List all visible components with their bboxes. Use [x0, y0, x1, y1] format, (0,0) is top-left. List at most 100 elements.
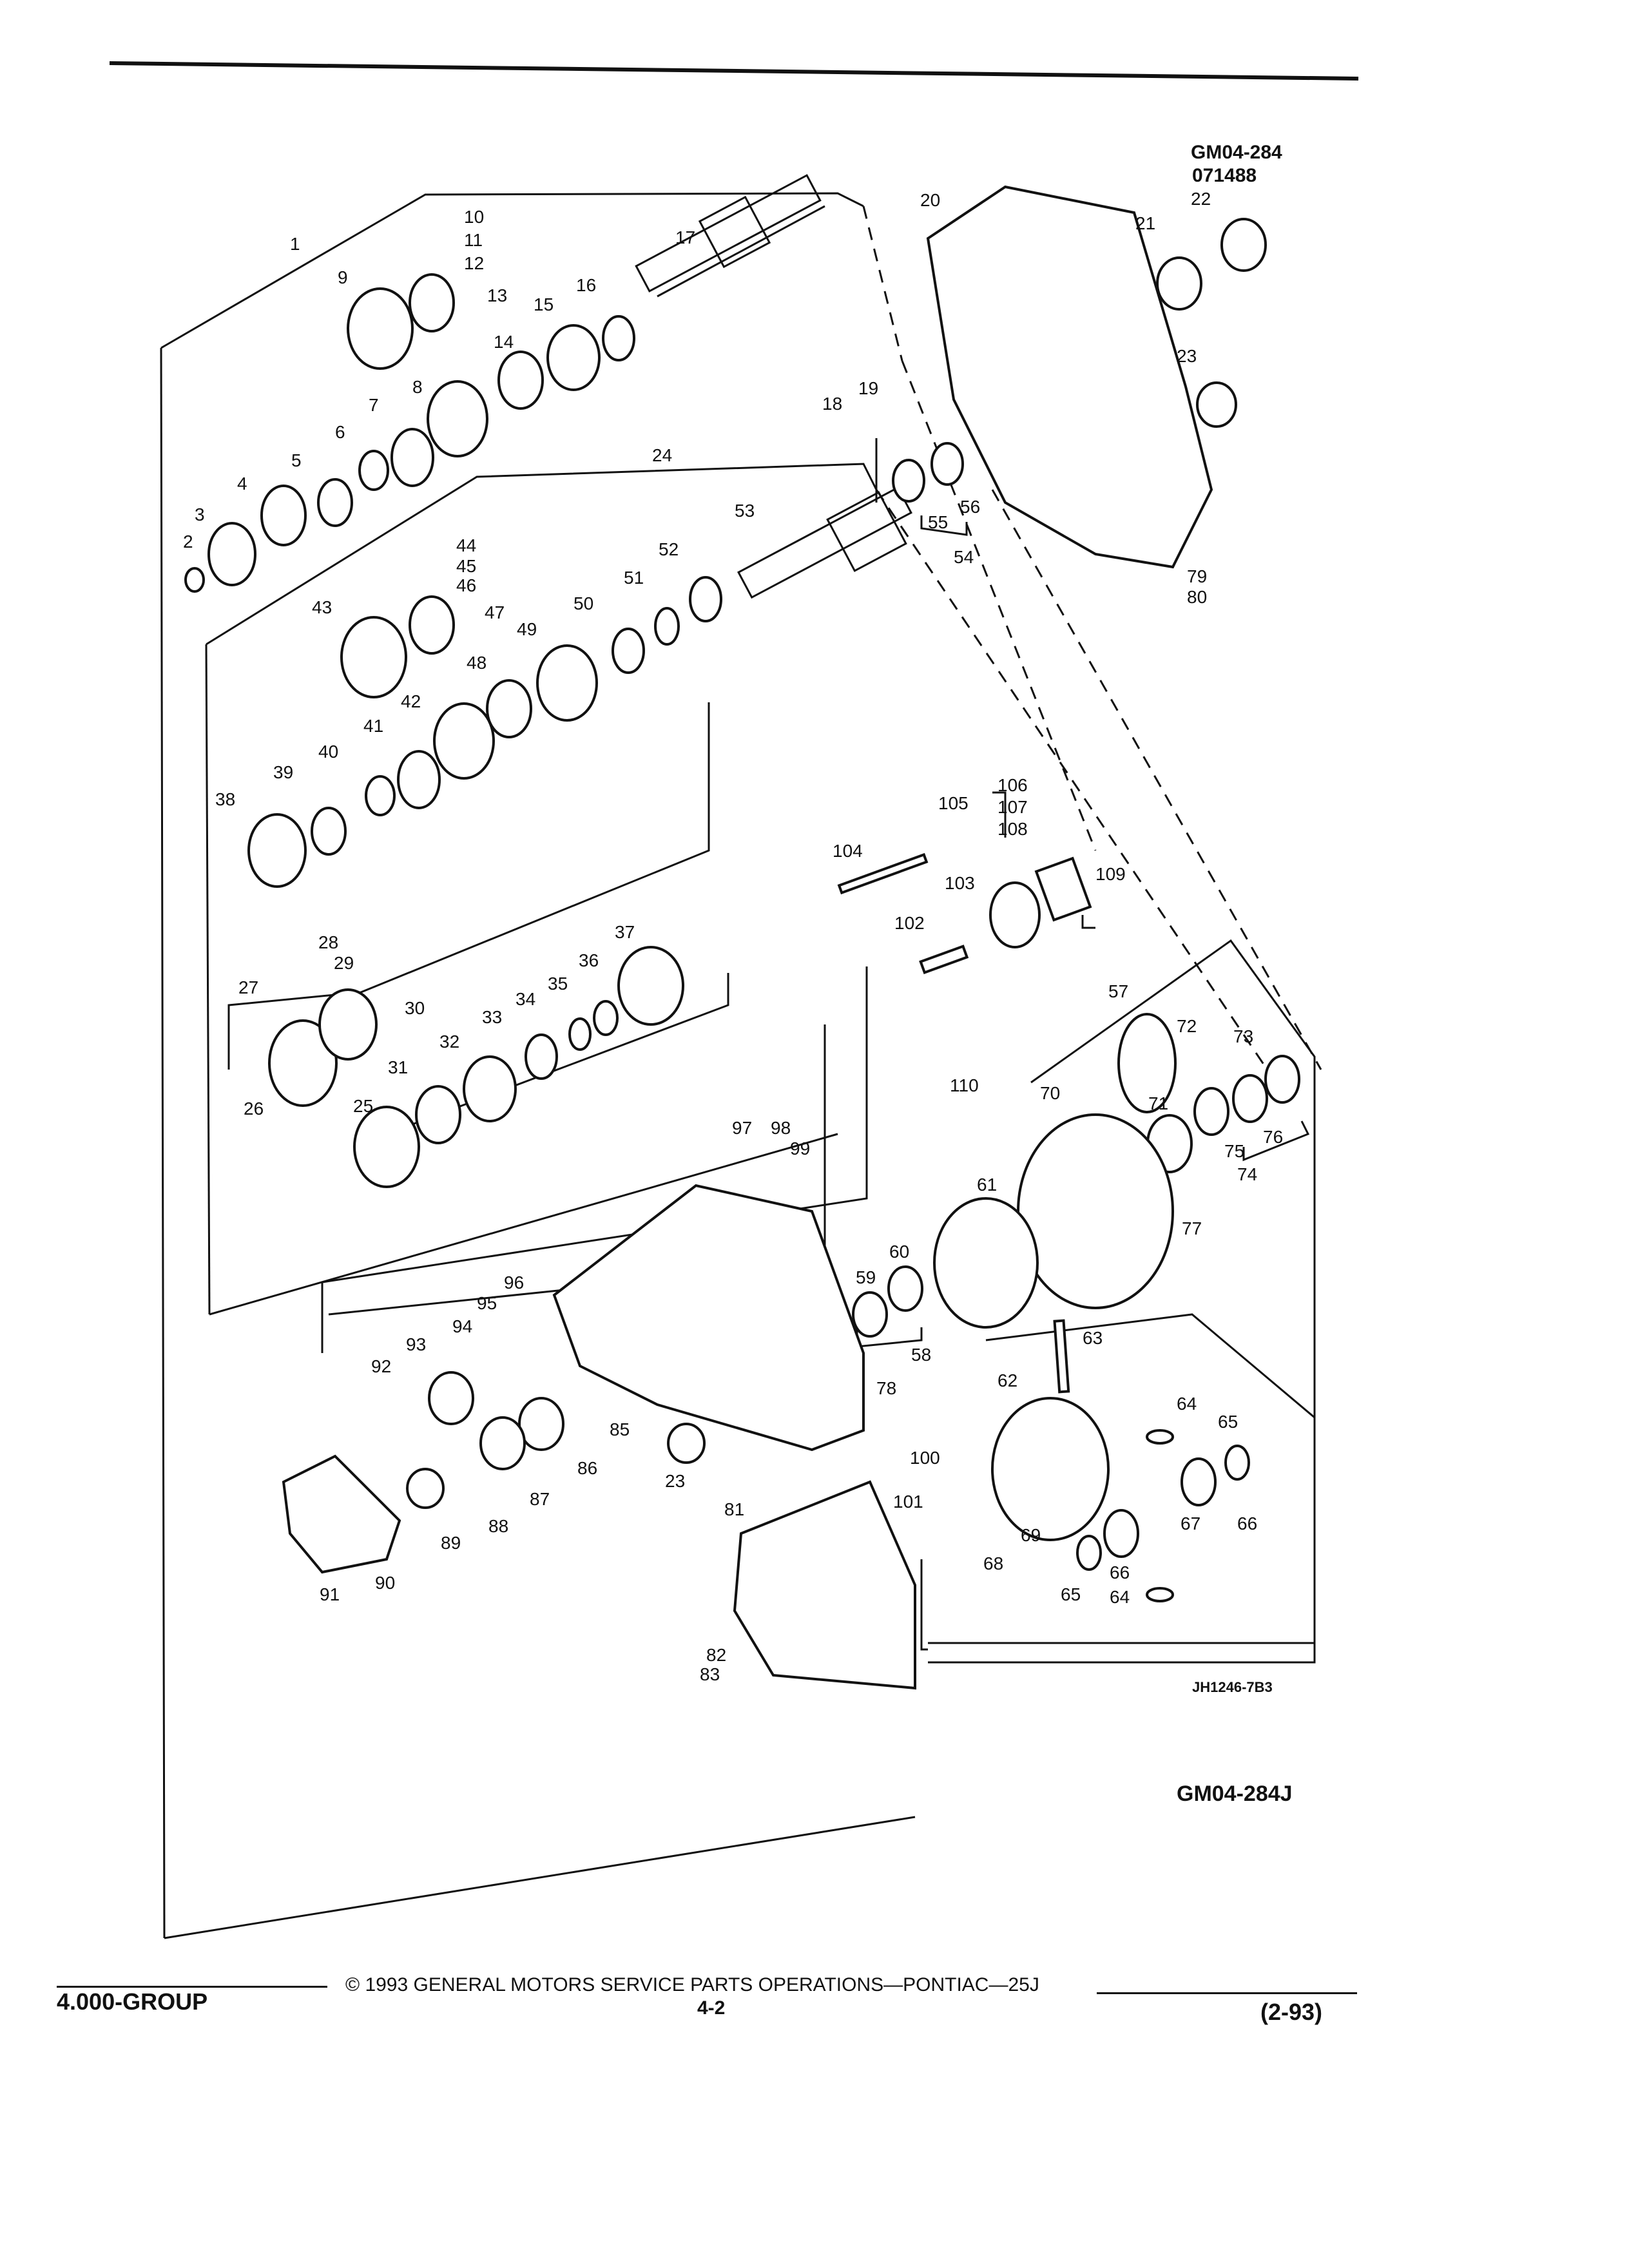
- callout: 59: [856, 1267, 876, 1287]
- callout: 40: [318, 742, 338, 762]
- ring-51: [654, 607, 680, 646]
- callout: 34: [516, 989, 535, 1009]
- footer-copyright: © 1993 GENERAL MOTORS SERVICE PARTS OPER…: [345, 1974, 1039, 1995]
- callout: 38: [215, 789, 235, 809]
- callout: 108: [998, 819, 1028, 839]
- seal-86: [518, 1397, 564, 1451]
- callout: 103: [945, 873, 975, 893]
- washer-65b: [1076, 1535, 1102, 1571]
- case-20: [926, 185, 1213, 569]
- callout: 94: [452, 1316, 472, 1336]
- bearing-60: [887, 1265, 923, 1312]
- case-bottom: [733, 1480, 916, 1690]
- gear-103: [989, 881, 1041, 948]
- callout: 88: [488, 1516, 508, 1536]
- footer-revision: (2-93): [1260, 1999, 1323, 2025]
- gear-13: [409, 273, 455, 332]
- gear-41: [397, 750, 441, 809]
- ring-72: [1117, 1013, 1177, 1113]
- callout: 30: [405, 998, 425, 1018]
- callout: 29: [334, 953, 354, 973]
- doc-code: GM04-284: [1191, 142, 1282, 163]
- callout: 31: [388, 1057, 408, 1077]
- callout: 5: [291, 450, 302, 470]
- footer-group: 4.000-GROUP: [57, 1988, 208, 2015]
- gear-40: [365, 775, 396, 816]
- callout: 63: [1083, 1328, 1103, 1348]
- callout: 45: [456, 556, 476, 576]
- seal-23: [667, 1423, 706, 1464]
- diff-case-61: [933, 1197, 1039, 1329]
- callout: 37: [615, 922, 635, 942]
- callout: 51: [624, 568, 644, 588]
- callout: 7: [369, 395, 379, 415]
- callout: 89: [441, 1533, 461, 1553]
- callout: 22: [1191, 189, 1211, 209]
- callout: 6: [335, 422, 345, 442]
- cover-90: [282, 1454, 401, 1574]
- gear-14: [497, 351, 544, 410]
- callout: 62: [998, 1370, 1017, 1390]
- differential-outline: [928, 939, 1316, 1644]
- bearing-21: [1156, 256, 1202, 311]
- callout: 99: [790, 1139, 810, 1158]
- callout: 65: [1061, 1584, 1081, 1604]
- gear-49: [536, 644, 598, 722]
- callout: 28: [318, 932, 338, 952]
- callout: 11: [464, 230, 483, 250]
- washer-65a: [1224, 1445, 1250, 1481]
- shaft-102: [919, 945, 969, 975]
- callout: 66: [1110, 1562, 1130, 1582]
- gear-38: [247, 813, 307, 888]
- gear-48: [486, 679, 532, 738]
- gear-42: [433, 702, 495, 780]
- callout: 60: [889, 1242, 909, 1262]
- callout: 53: [735, 501, 755, 521]
- bearing-39: [311, 807, 347, 856]
- callout: 23: [665, 1471, 685, 1491]
- callout: 18: [822, 394, 842, 414]
- bearing-33: [525, 1033, 558, 1080]
- group-1-left: [160, 347, 166, 1939]
- callout: 78: [876, 1378, 896, 1398]
- callout: 61: [977, 1175, 997, 1195]
- callout: 2: [183, 532, 193, 552]
- callout: 72: [1177, 1016, 1197, 1036]
- gear-9: [347, 287, 414, 370]
- callout: 69: [1021, 1525, 1041, 1545]
- gear-25: [353, 1106, 420, 1188]
- footer-rule-left: [57, 1986, 327, 1988]
- callout: 64: [1110, 1587, 1130, 1607]
- gear-15: [546, 324, 601, 391]
- callout: 23: [1177, 346, 1197, 366]
- callout: 64: [1177, 1394, 1197, 1414]
- gear-7: [390, 428, 434, 487]
- callout: 77: [1182, 1218, 1202, 1238]
- callout: 57: [1108, 981, 1128, 1001]
- callout: 43: [312, 597, 332, 617]
- callout: 39: [273, 762, 293, 782]
- race-59: [852, 1291, 888, 1338]
- callout: 35: [548, 974, 568, 994]
- bearing-93: [428, 1371, 474, 1425]
- shaft-63: [1053, 1319, 1070, 1394]
- callout: 56: [960, 497, 980, 517]
- callout: 76: [1263, 1127, 1283, 1147]
- race-56: [930, 442, 964, 486]
- callout: 83: [700, 1664, 720, 1684]
- gear-30: [318, 988, 378, 1061]
- callout: 44: [456, 535, 476, 555]
- callout: 66: [1237, 1514, 1257, 1533]
- callout: 98: [771, 1118, 791, 1138]
- callout: 58: [911, 1345, 931, 1365]
- callout: 82: [706, 1645, 726, 1665]
- callout: 13: [487, 285, 507, 305]
- callout: 106: [998, 775, 1028, 795]
- callout: 67: [1181, 1514, 1200, 1533]
- callout: 91: [320, 1584, 340, 1604]
- callout: 8: [412, 377, 423, 397]
- callout-labels: 1 2 3 4 5 6 7 8 9 10 11 12 13 14 15 16 1…: [183, 189, 1283, 1684]
- ring-35: [568, 1017, 592, 1051]
- diff-case-62: [991, 1397, 1110, 1541]
- callout: 80: [1187, 587, 1207, 607]
